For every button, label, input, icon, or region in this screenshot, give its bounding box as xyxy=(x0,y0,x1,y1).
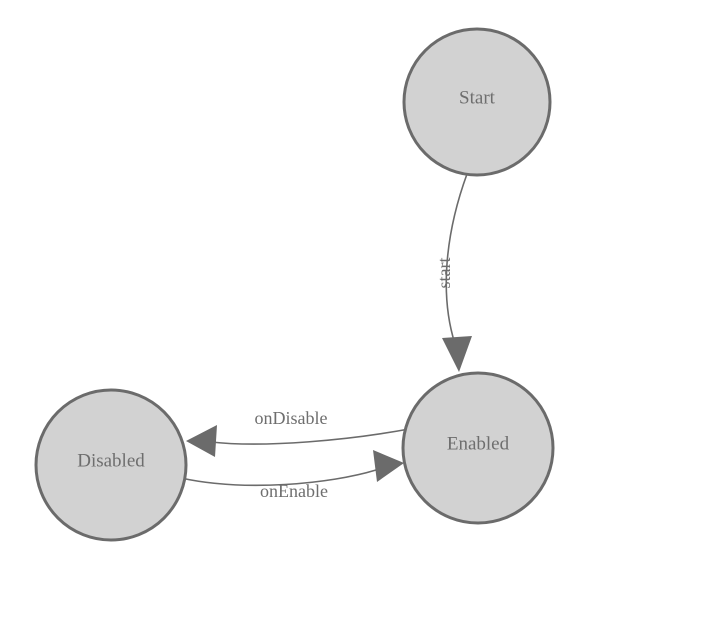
edge-enabled-to-disabled-path xyxy=(210,428,410,445)
edge-start-to-enabled[interactable]: start xyxy=(434,173,472,372)
edge-enabled-to-disabled-arrowhead xyxy=(186,425,217,457)
edge-start-to-enabled-path xyxy=(445,173,468,345)
node-disabled[interactable]: Disabled xyxy=(34,388,188,542)
node-enabled-label: Enabled xyxy=(447,433,510,454)
edge-label-start: start xyxy=(434,258,454,289)
edge-disabled-to-enabled-arrowhead xyxy=(373,450,404,482)
edge-start-to-enabled-arrowhead xyxy=(442,336,472,372)
node-start[interactable]: Start xyxy=(402,27,552,177)
edge-disabled-to-enabled-path xyxy=(180,469,377,487)
node-start-label: Start xyxy=(459,87,496,108)
edge-enabled-to-disabled[interactable]: onDisable xyxy=(186,408,410,457)
node-enabled-circle xyxy=(401,371,555,525)
edge-disabled-to-enabled[interactable]: onEnable xyxy=(180,450,404,501)
node-disabled-label: Disabled xyxy=(77,450,145,471)
edge-label-ondisable: onDisable xyxy=(255,408,328,428)
node-disabled-circle xyxy=(34,388,188,542)
node-enabled[interactable]: Enabled xyxy=(401,371,555,525)
edge-label-onenable: onEnable xyxy=(260,481,328,501)
node-start-circle xyxy=(402,27,552,177)
